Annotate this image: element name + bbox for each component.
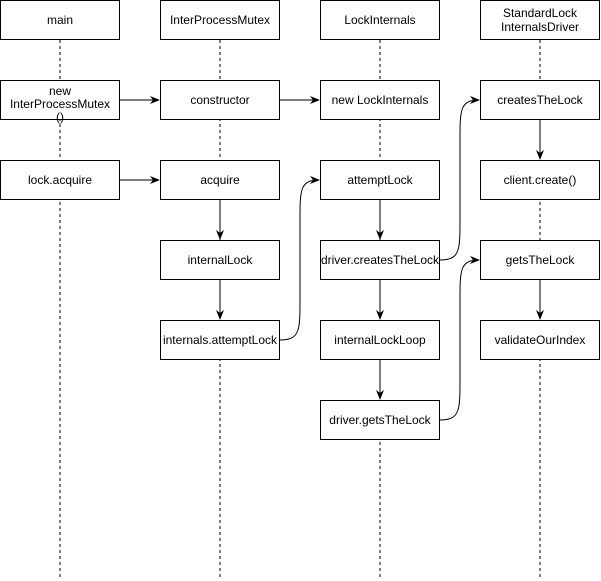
lifeline-title-line2: InternalsDriver [500,20,580,34]
step-driver-createsthelock: driver.createsTheLock [320,240,440,280]
lifeline-header-standardlockinternalsdriver: StandardLock InternalsDriver [480,0,600,40]
lifeline-header-lockinternals: LockInternals [320,0,440,40]
step-internallock: internalLock [160,240,280,280]
arrow-driver-getsthelock-to-getsthelock [439,256,480,421]
lifeline-header-main: main [0,0,120,40]
step-new-interprocessmutex: new InterProcessMutex () [0,80,120,124]
step-label: constructor [190,93,250,107]
step-label: getsTheLock [505,253,575,267]
step-label: driver.createsTheLock [320,253,440,267]
step-getsthelock: getsTheLock [480,240,600,280]
step-label: internals.attemptLock [162,333,278,347]
step-label: attemptLock [347,173,413,187]
step-label: validateOurIndex [494,333,586,347]
lifeline-title: InterProcessMutex [169,13,271,27]
step-internallockloop: internalLockLoop [320,320,440,360]
lifeline-title: LockInternals [344,13,416,27]
lifeline-title: main [46,13,73,27]
step-label: client.create() [503,173,577,187]
step-internals-attemptlock: internals.attemptLock [160,320,280,360]
step-label: driver.getsTheLock [329,413,431,427]
step-createsthelock: createsTheLock [480,80,600,120]
step-label: lock.acquire [27,173,93,187]
step-validateourindex: validateOurIndex [480,320,600,360]
lifeline-title-line1: StandardLock [502,6,578,20]
step-label: createsTheLock [497,93,583,107]
step-label: new InterProcessMutex () [9,84,111,124]
step-attemptlock: attemptLock [320,160,440,200]
lifeline-header-interprocessmutex: InterProcessMutex [160,0,280,40]
step-lock-acquire: lock.acquire [0,160,120,200]
arrow-internals-attemptlock-to-attemptlock [279,176,320,341]
step-label: acquire [200,173,240,187]
step-label: internalLock [187,253,253,267]
arrow-driver-createsthelock-to-createsthelock [439,96,480,261]
step-constructor: constructor [160,80,280,120]
step-client-create: client.create() [480,160,600,200]
step-driver-getsthelock: driver.getsTheLock [320,400,440,440]
step-label: internalLockLoop [334,333,426,347]
step-label: new LockInternals [331,93,429,107]
step-acquire: acquire [160,160,280,200]
step-new-lockinternals: new LockInternals [320,80,440,120]
